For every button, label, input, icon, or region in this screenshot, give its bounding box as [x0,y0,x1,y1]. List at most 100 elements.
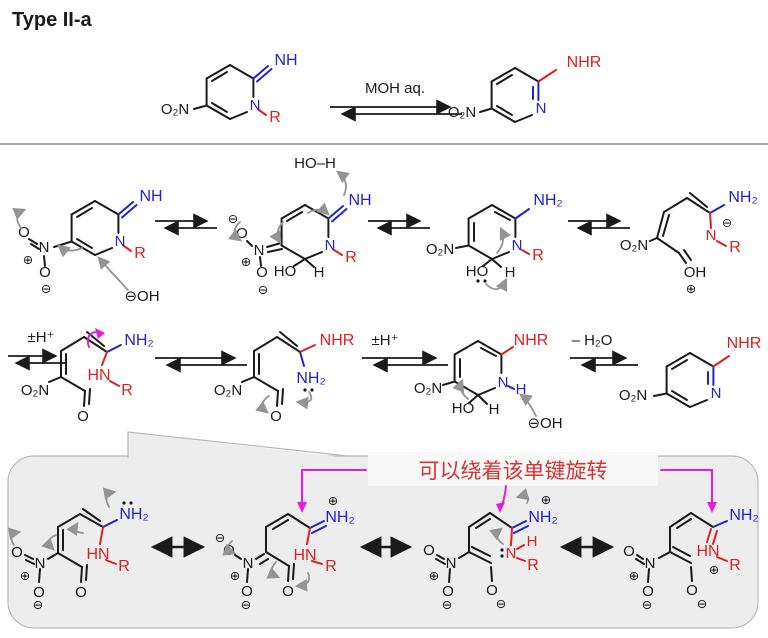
curved-electron-arrow [8,527,22,546]
label-h: H [505,264,516,281]
structure-res-b: ⊕ NH₂ HN R O N O ⊖ ⊕ O ⊖ [215,469,367,612]
equilibrium-arrow: ±H⁺ [362,332,448,373]
label-nitro-o: O [623,543,635,560]
equilibrium-arrow [155,213,217,236]
label-ring-n: N [250,97,261,114]
label-nitro-n: N [35,555,46,572]
minus-charge-icon: ⊖ [442,597,452,612]
bonds [649,192,727,264]
minus-charge-icon: ⊖ [228,211,238,226]
plus-charge-icon: ⊕ [20,568,30,583]
label-ring-n: N [536,100,547,117]
label-hydroxide: ⊖OH [124,288,159,305]
lone-pair-dot [476,279,480,283]
label-o2n: O₂N [426,241,454,258]
magenta-pointer-arrowhead [496,502,505,513]
label-nhr: NHR [320,332,355,349]
structure-mech-a: NH N R N O ⊕ O ⊖ ⊖OH [12,188,163,305]
minus-charge-icon: ⊖ [496,596,506,611]
plus-charge-icon: ⊕ [709,562,719,577]
equilibrium-arrow [568,213,630,236]
label-hn: HN [86,546,109,563]
label-nhr: NHR [567,54,602,71]
curved-electron-arrow [518,393,537,417]
label-r: R [729,557,741,574]
curved-electron-arrow [97,256,129,291]
bonds [48,331,122,407]
bonds [241,331,316,407]
structure-mech-c: NH₂ N R HO H O₂N [426,192,563,292]
label-nitro-n: N [39,239,50,256]
proton-transfer-label: ±H⁺ [28,329,55,346]
label-r: R [118,558,130,575]
label-n: N [506,545,517,562]
label-hn: HN [293,547,316,564]
label-hn: HN [696,543,719,560]
callout-wedge-border [127,431,349,458]
label-n: N [706,227,717,244]
label-oh: OH [684,264,707,281]
label-nh2: NH₂ [728,189,757,206]
label-h: H [489,401,500,418]
plus-charge-icon: ⊕ [629,568,639,583]
structure-top-reactant: NH N R O₂N [161,52,298,126]
plus-charge-icon: ⊕ [23,252,33,267]
bonds [28,200,138,267]
equilibrium-arrow [155,350,247,373]
structure-res-a: NH₂ HN R O N O ⊕ O ⊖ [8,487,149,612]
label-nh2: NH₂ [119,506,148,523]
label-r: R [345,249,357,266]
reagent-label: MOH aq. [365,80,425,97]
label-ho: HO [274,263,297,280]
lone-pair-dot [129,501,133,505]
structure-mech-h: NHR N O₂N [619,335,761,408]
magenta-pointer-arrow [301,469,367,504]
label-ring-n: N [512,237,523,254]
magenta-pointer-arrow [660,469,713,504]
curved-electron-arrow [307,202,330,216]
label-nh: NH [139,188,162,205]
top-equilibrium-arrow: MOH aq. [330,80,462,122]
label-ho: HO [452,400,475,417]
curved-electron-arrow [269,221,284,245]
label-o: O [686,582,698,599]
bonds [234,513,327,583]
label-nitro-n: N [645,555,656,572]
curved-electron-arrow [255,395,270,414]
bonds [479,67,557,123]
lone-pair-dot [310,388,314,392]
dehydration-label: – H₂O [572,332,613,349]
structure-mech-f: NHR NH₂ O₂N O [214,331,355,425]
bonds [435,512,529,583]
plus-charge-icon: ⊕ [241,254,251,269]
curved-electron-arrow [485,277,508,292]
label-nhr: NHR [514,332,549,349]
lone-pair-dot [303,388,307,392]
lone-pair-dot [500,548,504,552]
minus-charge-icon: ⊖ [33,597,43,612]
curved-electron-arrow [228,221,243,242]
structure-res-d: NH₂ HN ⊕ R O ⊖ N O ⊕ O ⊖ [623,469,759,612]
page-title: Type II-a [12,9,93,31]
magenta-pointer-arrowhead [707,502,717,513]
structure-mech-b: HO–H NH N R HO H N O ⊖ ⊕ O ⊖ [228,155,372,297]
minus-charge-icon: ⊖ [642,597,652,612]
label-o: O [77,408,89,425]
bonds [442,340,515,405]
label-o: O [282,583,294,600]
label-o2n: O₂N [448,104,476,121]
curved-electron-arrow [335,170,350,196]
curved-electron-arrow [452,378,469,400]
label-o: O [270,408,282,425]
structure-mech-g: NHR N H HO H O₂N ⊖OH [414,332,563,432]
label-h: H [314,264,325,281]
label-nh2: NH₂ [296,370,325,387]
bonds [455,204,530,268]
label-ho: HO [466,263,489,280]
label-r: R [134,245,146,262]
label-water: HO–H [294,155,336,172]
label-nitro-n: N [243,555,254,572]
magenta-pointer-arrowhead [297,502,307,513]
curved-electron-arrow [12,208,27,229]
plus-charge-icon: ⊕ [541,492,551,507]
